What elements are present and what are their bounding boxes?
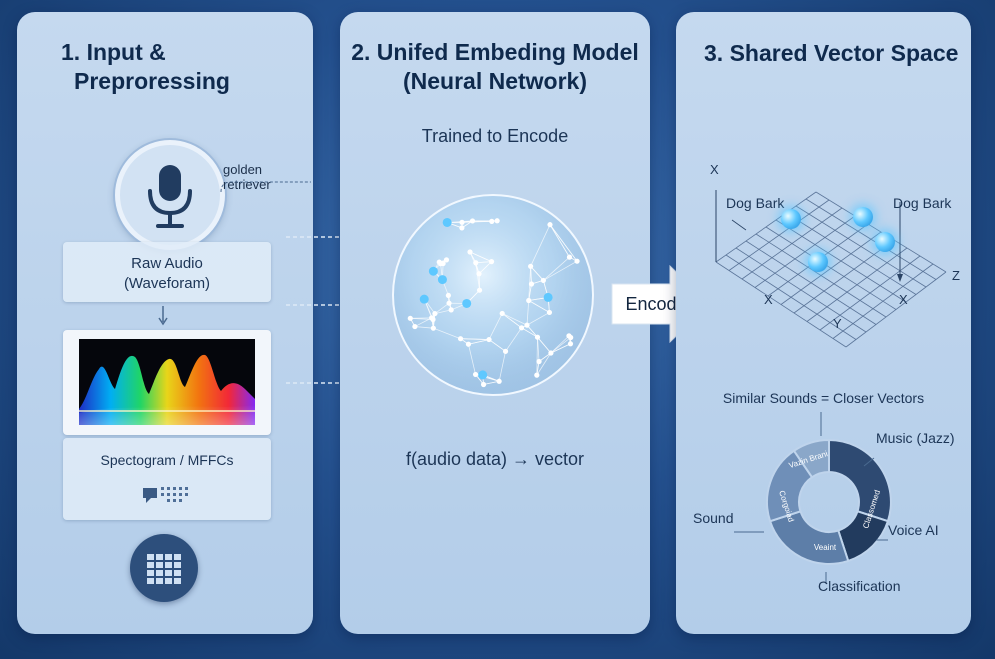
network-node	[465, 341, 472, 347]
network-node	[534, 334, 541, 340]
network-node	[445, 292, 451, 299]
network-node	[469, 218, 476, 224]
vector-point	[808, 252, 828, 272]
axis-x-top: X	[710, 162, 719, 177]
network-node	[443, 257, 450, 263]
spectrogram-image	[63, 330, 271, 435]
network-node	[473, 260, 479, 266]
network-node	[526, 297, 532, 304]
axis-x-right: X	[899, 292, 908, 307]
point-label-dog-bark-left: Dog Bark	[726, 195, 785, 211]
axis-z: Z	[952, 268, 960, 283]
network-node	[546, 309, 553, 316]
microphone-icon	[115, 140, 225, 250]
donut-label-voice-ai: Voice AI	[888, 522, 939, 538]
network-node	[459, 225, 465, 231]
shared-vector-space-panel: 3. Shared Vector Space X Z X X Y Dog Bar…	[676, 12, 971, 634]
network-node	[476, 287, 483, 293]
network-node	[574, 258, 580, 264]
input-preprocessing-panel: 1. Input & Preproressing golden retrieve…	[17, 12, 313, 634]
network-node	[499, 310, 505, 317]
network-node	[486, 336, 492, 343]
network-node	[472, 371, 479, 378]
network-node	[446, 300, 452, 306]
network-node	[547, 222, 553, 228]
network-node	[428, 266, 438, 276]
network-node	[502, 348, 509, 354]
network-node	[459, 219, 465, 225]
caption-connector	[820, 412, 822, 436]
network-node	[536, 358, 542, 365]
vector-point	[875, 232, 895, 252]
similar-sounds-caption: Similar Sounds = Closer Vectors	[722, 390, 925, 406]
panel1-title-line1: 1. Input &	[61, 39, 166, 65]
point-label-dog-bark-right: Dog Bark	[893, 195, 952, 211]
axis-y: Y	[833, 316, 842, 331]
network-node	[528, 263, 534, 269]
raw-audio-box: Raw Audio (Waveforam)	[63, 242, 271, 302]
network-node	[478, 370, 488, 380]
network-node	[494, 218, 500, 224]
network-node	[480, 381, 487, 388]
network-node	[407, 315, 413, 321]
category-donut: Vazin Brani Corgoiad Classomed Veaint	[766, 438, 892, 565]
embedding-model-panel: 2. Unifed Embeding Model (Neural Network…	[340, 12, 650, 634]
vector-space-plot	[715, 190, 947, 348]
raw-audio-label: Raw Audio	[131, 255, 203, 272]
network-node	[540, 277, 546, 284]
donut-label-music: Music (Jazz)	[876, 430, 955, 446]
network-node	[419, 294, 429, 304]
network-node	[489, 218, 495, 224]
network-node	[566, 254, 573, 260]
mic-caption: golden retriever	[223, 162, 271, 192]
spectrogram-label: Spectogram / MFFCs	[100, 452, 234, 468]
network-node	[534, 372, 540, 378]
encode-label: Encode	[625, 294, 687, 314]
network-node	[442, 217, 452, 227]
neural-network-sphere	[392, 194, 594, 396]
network-node	[448, 307, 454, 313]
panel3-title: 3. Shared Vector Space	[704, 40, 959, 66]
network-node	[457, 336, 464, 342]
feature-dots-icon	[143, 487, 188, 503]
embedding-formula: f(audio data) → vector	[405, 449, 585, 469]
panel1-title-line2: Preproressing	[74, 68, 230, 94]
network-node	[412, 323, 418, 330]
network-node	[496, 378, 502, 384]
network-node	[567, 341, 574, 347]
axis-x-left: X	[764, 292, 773, 307]
network-node	[548, 350, 554, 356]
network-node	[436, 259, 442, 265]
network-node	[430, 325, 436, 331]
network-node	[518, 325, 525, 331]
donut-leader-lines	[734, 457, 888, 584]
donut-label-classification: Classification	[818, 578, 901, 594]
network-node	[528, 281, 535, 287]
spectrogram-box: Spectogram / MFFCs	[63, 438, 271, 520]
donut-segment-bottom: Veaint	[814, 543, 837, 552]
mic-caption-connector	[220, 181, 311, 193]
raw-audio-sublabel: (Waveforam)	[123, 275, 211, 292]
donut-label-sound: Sound	[693, 510, 734, 526]
panel2-title-line1: 2. Unifed Embeding Model	[351, 39, 639, 65]
network-node	[432, 310, 438, 317]
panel2-subtitle: Trained to Encode	[421, 126, 569, 146]
down-arrow-icon	[158, 306, 168, 326]
panel2-title-line2: (Neural Network)	[402, 68, 588, 94]
network-node	[524, 322, 530, 328]
vector-point	[781, 209, 801, 229]
network-node	[437, 275, 447, 285]
network-node	[543, 292, 553, 302]
network-node	[467, 249, 473, 255]
feature-grid-icon	[130, 534, 198, 602]
vector-point	[853, 207, 873, 227]
network-node	[430, 316, 436, 323]
network-node	[568, 334, 574, 341]
network-node	[488, 259, 495, 265]
network-node	[462, 298, 472, 308]
network-node	[476, 271, 482, 277]
